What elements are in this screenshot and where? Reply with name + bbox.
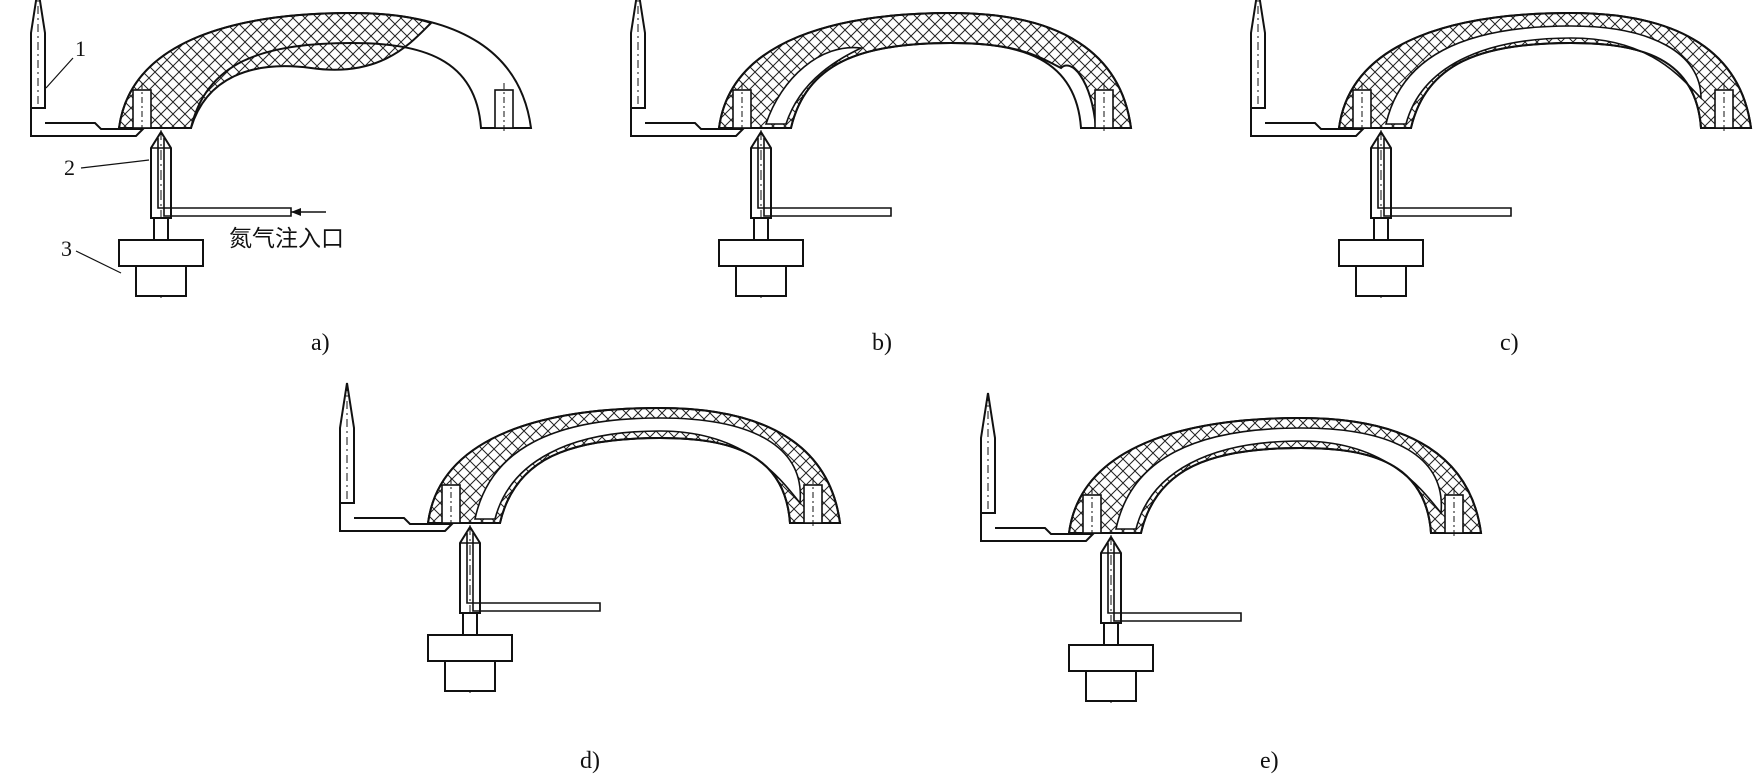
caption-d: d) (580, 748, 600, 774)
label-nitrogen-inlet: 氮气注入口 (229, 226, 344, 252)
label-part-3: 3 (61, 236, 72, 261)
label-part-2: 2 (64, 155, 75, 180)
label-part-1: 1 (75, 36, 86, 61)
panel-d (339, 382, 842, 694)
caption-e: e) (1260, 748, 1279, 774)
caption-b: b) (872, 330, 892, 356)
caption-c: c) (1500, 330, 1519, 356)
panel-a: 1 2 3 氮气注入口 (30, 0, 532, 299)
panel-b (630, 0, 1133, 299)
panel-e (980, 392, 1483, 704)
panel-c (1250, 0, 1753, 299)
caption-a: a) (311, 330, 330, 356)
